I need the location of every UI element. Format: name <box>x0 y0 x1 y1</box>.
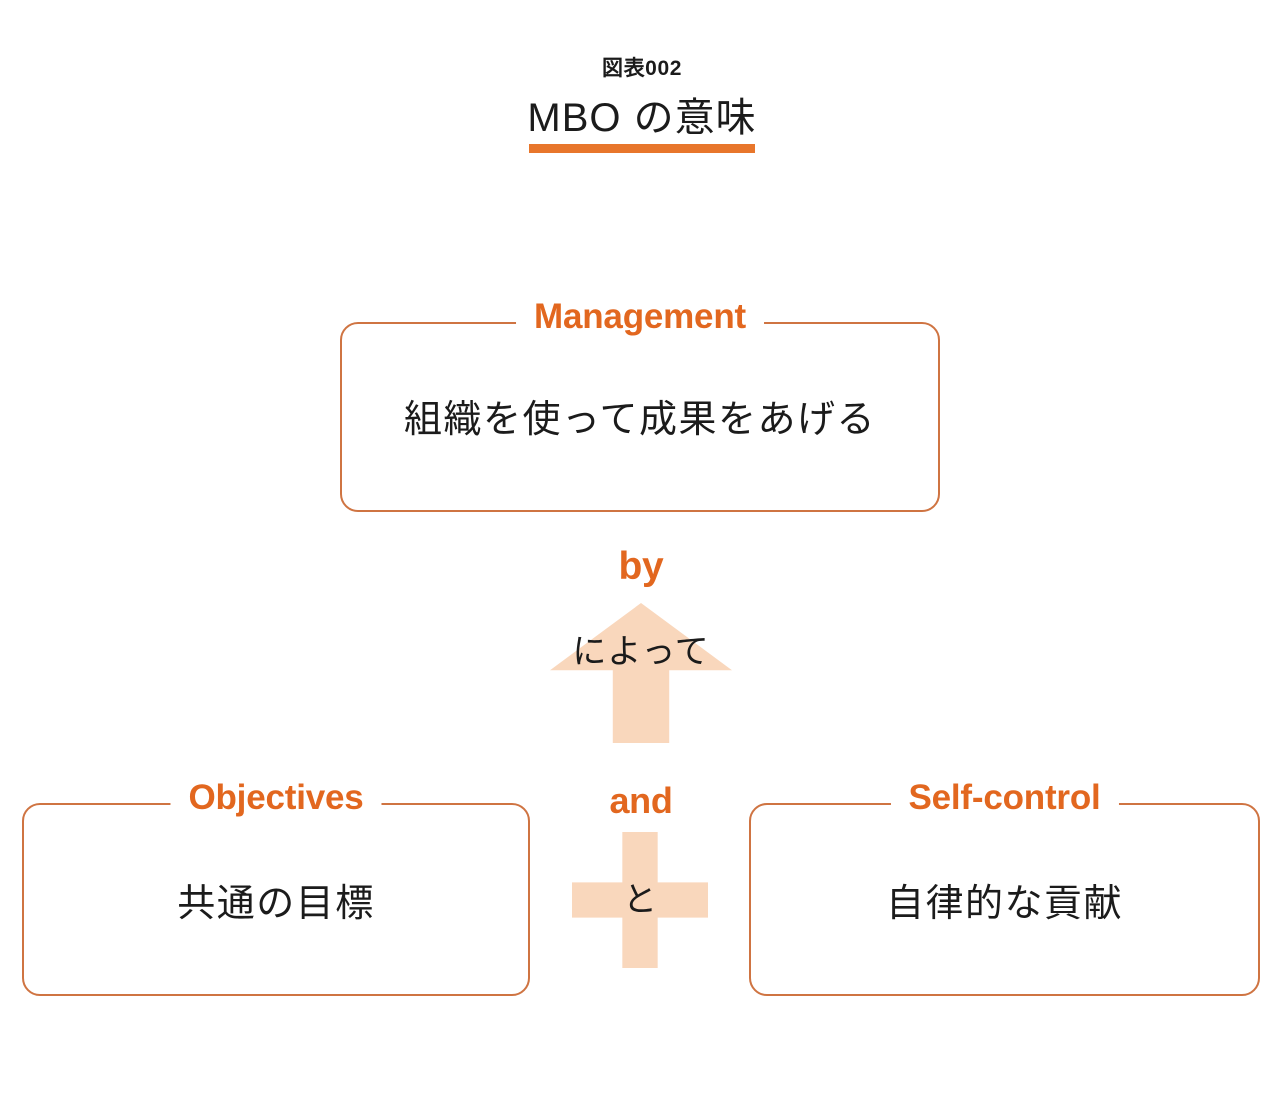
management-box: Management 組織を使って成果をあげる <box>340 299 940 512</box>
up-arrow-japanese-label: によって <box>572 633 710 671</box>
self-control-box: Self-control 自律的な貢献 <box>749 780 1260 996</box>
self-control-box-body: 自律的な貢献 <box>885 883 1123 925</box>
objectives-box-body: 共通の目標 <box>177 883 375 925</box>
management-box-legend: Management <box>516 299 764 334</box>
objectives-box: Objectives 共通の目標 <box>22 780 530 996</box>
page-title-text: MBO の意味 <box>527 96 757 140</box>
title-underline <box>528 144 755 153</box>
objectives-box-legend: Objectives <box>170 780 382 815</box>
plus-japanese-label: と <box>623 881 657 919</box>
up-arrow-icon <box>550 603 732 743</box>
page-title: MBO の意味 <box>525 95 758 153</box>
figure-number: 図表002 <box>601 57 683 80</box>
self-control-box-legend: Self-control <box>890 780 1119 815</box>
figure-header: 図表002 MBO の意味 <box>0 58 1284 153</box>
management-box-body: 組織を使って成果をあげる <box>403 398 877 441</box>
up-arrow-connector: によって <box>550 603 732 743</box>
connector-label-and: and <box>609 780 673 821</box>
connector-label-by: by <box>618 545 664 588</box>
plus-connector: と <box>572 832 708 968</box>
